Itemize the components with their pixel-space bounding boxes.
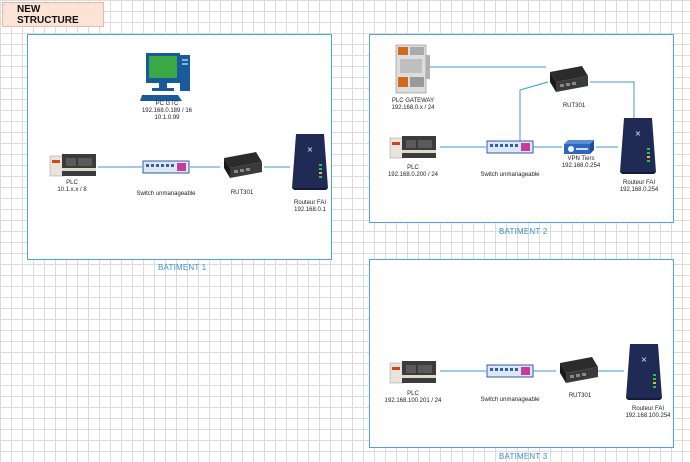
b2-router-ip: 192.168.0.254 xyxy=(619,187,659,193)
isp-router-icon: × xyxy=(620,118,656,174)
building-3-label: BATIMENT 3 xyxy=(499,452,548,461)
router-rut-icon xyxy=(550,66,588,92)
router-rut-icon xyxy=(560,357,598,383)
b2-vpn-name: VPN Tiers xyxy=(567,156,595,162)
b2-router-name: Routeur FAI xyxy=(622,180,655,186)
b3-router-name: Routeur FAI xyxy=(631,406,664,412)
b3-rut-label: RUT301 xyxy=(568,393,592,399)
b1-pc-name: PC GTC xyxy=(155,101,179,107)
b3-plc-name: PLC xyxy=(407,391,419,397)
b3-plc-label: PLC 192.168.100.201 / 24 xyxy=(378,391,448,405)
b2-gateway-name: PLC GATEWAY xyxy=(391,98,435,104)
wire-b2-rut-router xyxy=(590,81,635,118)
svg-text:×: × xyxy=(641,355,648,364)
pc-icon xyxy=(140,53,190,101)
b3-plc-ip: 192.168.100.201 / 24 xyxy=(384,398,442,404)
b1-pc-ip1: 192.168.0.189 / 16 xyxy=(141,108,193,114)
svg-text:×: × xyxy=(307,145,314,154)
b2-gateway-label: PLC GATEWAY 192.168.0.x / 24 xyxy=(381,98,445,112)
router-rut-icon xyxy=(224,152,262,178)
building-3-frame xyxy=(369,259,674,448)
b2-vpn-label: VPN Tiers 192.168.0.254 xyxy=(556,156,606,170)
b1-pc-ip2: 10.1.0.99 xyxy=(154,115,180,121)
building-1-label: BATIMENT 1 xyxy=(158,263,207,272)
b2-plc-ip: 192.168.0.200 / 24 xyxy=(387,172,439,178)
isp-router-icon: × xyxy=(626,344,662,400)
wire-b2-switch-rut xyxy=(519,81,549,141)
b1-rut-label: RUT301 xyxy=(230,190,254,196)
switch-icon xyxy=(486,364,534,378)
b2-rut-label: RUT301 xyxy=(562,103,586,109)
switch-icon xyxy=(486,140,534,154)
b2-plc-label: PLC 192.168.0.200 / 24 xyxy=(380,165,446,179)
b3-switch-label: Switch unmanageable xyxy=(480,397,540,403)
plc-gateway-icon xyxy=(395,44,430,94)
svg-text:×: × xyxy=(635,129,642,138)
vpn-device-icon xyxy=(564,140,594,154)
b3-router-ip: 192.168.100.254 xyxy=(625,413,671,419)
b2-vpn-ip: 192.168.0.254 xyxy=(561,163,601,169)
b2-plc-name: PLC xyxy=(407,165,419,171)
b2-gateway-ip: 192.168.0.x / 24 xyxy=(391,105,435,111)
b1-pc-label: PC GTC 192.168.0.189 / 16 10.1.0.99 xyxy=(136,101,198,122)
b1-switch-label: Switch unmanageable xyxy=(136,191,196,197)
b1-router-ip: 192.168.0.1 xyxy=(294,207,326,213)
b1-plc-label: PLC 10.1.x.x / 8 xyxy=(44,180,100,194)
plc-icon xyxy=(389,136,436,159)
building-2-label: BATIMENT 2 xyxy=(499,227,548,236)
plc-icon xyxy=(389,361,436,384)
b1-router-name: Routeur FAI xyxy=(293,200,326,206)
b3-router-label: Routeur FAI 192.168.100.254 xyxy=(618,406,678,420)
b1-router-label: Routeur FAI 192.168.0.1 xyxy=(284,200,336,214)
plc-icon xyxy=(49,154,96,177)
b1-plc-ip: 10.1.x.x / 8 xyxy=(57,187,87,193)
diagram-title: NEW STRUCTURE xyxy=(2,2,104,27)
isp-router-icon: × xyxy=(292,134,328,190)
b2-router-label: Routeur FAI 192.168.0.254 xyxy=(612,180,666,194)
b2-switch-label: Switch unmanageable xyxy=(480,172,540,178)
switch-icon xyxy=(142,160,190,174)
b1-plc-name: PLC xyxy=(66,180,78,186)
